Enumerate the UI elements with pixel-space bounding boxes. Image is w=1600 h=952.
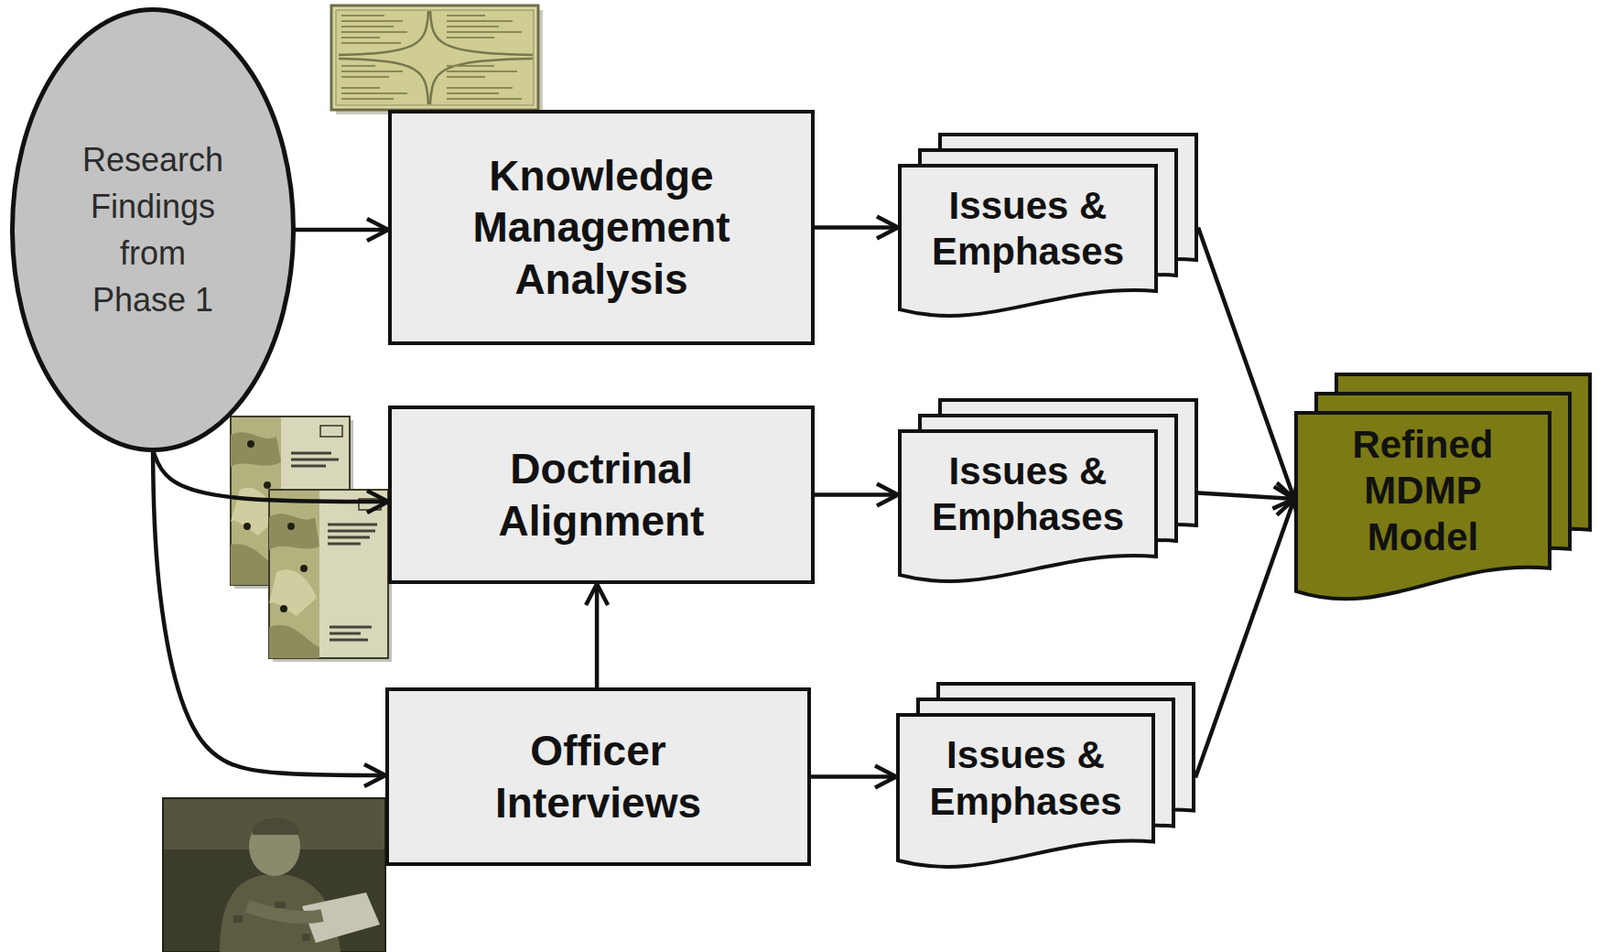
text-area: Knowledge Management Analysis bbox=[391, 113, 811, 342]
thumbnail-frame bbox=[331, 5, 539, 110]
camouflage-spots bbox=[280, 522, 308, 613]
arrow-connector bbox=[1198, 227, 1295, 500]
manual-body bbox=[269, 489, 389, 659]
node-label: Issues & Emphases bbox=[918, 183, 1138, 276]
photo-figure-hair bbox=[252, 817, 299, 835]
output-document-stack: Refined MDMP Model bbox=[1294, 372, 1592, 607]
manual-title-lines bbox=[327, 524, 378, 640]
text-area: Refined MDMP Model bbox=[1294, 410, 1552, 572]
photo-frame bbox=[162, 798, 386, 952]
text-area: Research Findings from Phase 1 bbox=[10, 7, 296, 453]
camouflage-patch bbox=[269, 569, 317, 617]
text-area: Issues & Emphases bbox=[896, 713, 1156, 845]
text-area: Issues & Emphases bbox=[897, 163, 1158, 294]
text-area: Doctrinal Alignment bbox=[391, 409, 811, 581]
document-stack: Issues & Emphases bbox=[896, 681, 1196, 874]
node-label: Issues & Emphases bbox=[918, 448, 1138, 541]
arrow-connector bbox=[152, 450, 389, 502]
arrow-connector bbox=[1198, 493, 1295, 500]
node-label: Officer Interviews bbox=[443, 724, 755, 828]
interview-photo bbox=[162, 798, 386, 952]
source-ellipse: Research Findings from Phase 1 bbox=[10, 7, 296, 453]
process-box: Officer Interviews bbox=[385, 687, 811, 866]
photo-camouflage bbox=[233, 901, 311, 941]
arrow-connector bbox=[152, 450, 386, 776]
document-page bbox=[1296, 412, 1550, 599]
manual-number-box bbox=[320, 425, 343, 437]
process-box: Doctrinal Alignment bbox=[388, 405, 815, 584]
ellipse-outline bbox=[10, 7, 296, 453]
document-pages bbox=[896, 681, 1196, 874]
arrow-connector bbox=[810, 774, 897, 779]
document-stack: Issues & Emphases bbox=[897, 398, 1199, 588]
document-pages bbox=[897, 132, 1199, 323]
arrow-connector bbox=[1195, 498, 1295, 778]
ellipse-shape bbox=[12, 10, 294, 451]
node-label: Issues & Emphases bbox=[916, 732, 1136, 825]
arrow-connector bbox=[814, 492, 898, 498]
camouflage-patch bbox=[269, 513, 320, 659]
thumbnail-panel bbox=[335, 10, 534, 106]
thumbnail-curves bbox=[338, 10, 533, 105]
process-box: Knowledge Management Analysis bbox=[388, 109, 815, 346]
node-label: Knowledge Management Analysis bbox=[445, 150, 757, 304]
photo-figure-head bbox=[248, 817, 301, 876]
node-label: Research Findings from Phase 1 bbox=[75, 136, 231, 324]
thumbnail-text-lines bbox=[341, 15, 522, 99]
node-label: Doctrinal Alignment bbox=[445, 443, 757, 546]
document-page bbox=[897, 714, 1154, 867]
text-area: Officer Interviews bbox=[389, 691, 808, 863]
manual-cover bbox=[269, 489, 392, 662]
arrow-connector bbox=[594, 583, 600, 688]
document-pages bbox=[897, 398, 1199, 588]
thumbnail-shadow bbox=[335, 10, 543, 115]
manual-title-panel bbox=[319, 490, 388, 658]
node-label: Refined MDMP Model bbox=[1331, 421, 1515, 561]
arrow-connector bbox=[293, 227, 389, 233]
document-stack: Issues & Emphases bbox=[897, 132, 1199, 323]
matrix-thumbnail bbox=[331, 5, 543, 115]
arrow-connector bbox=[814, 225, 898, 230]
document-page bbox=[899, 165, 1157, 316]
document-page bbox=[899, 431, 1157, 582]
text-area: Issues & Emphases bbox=[897, 429, 1158, 560]
